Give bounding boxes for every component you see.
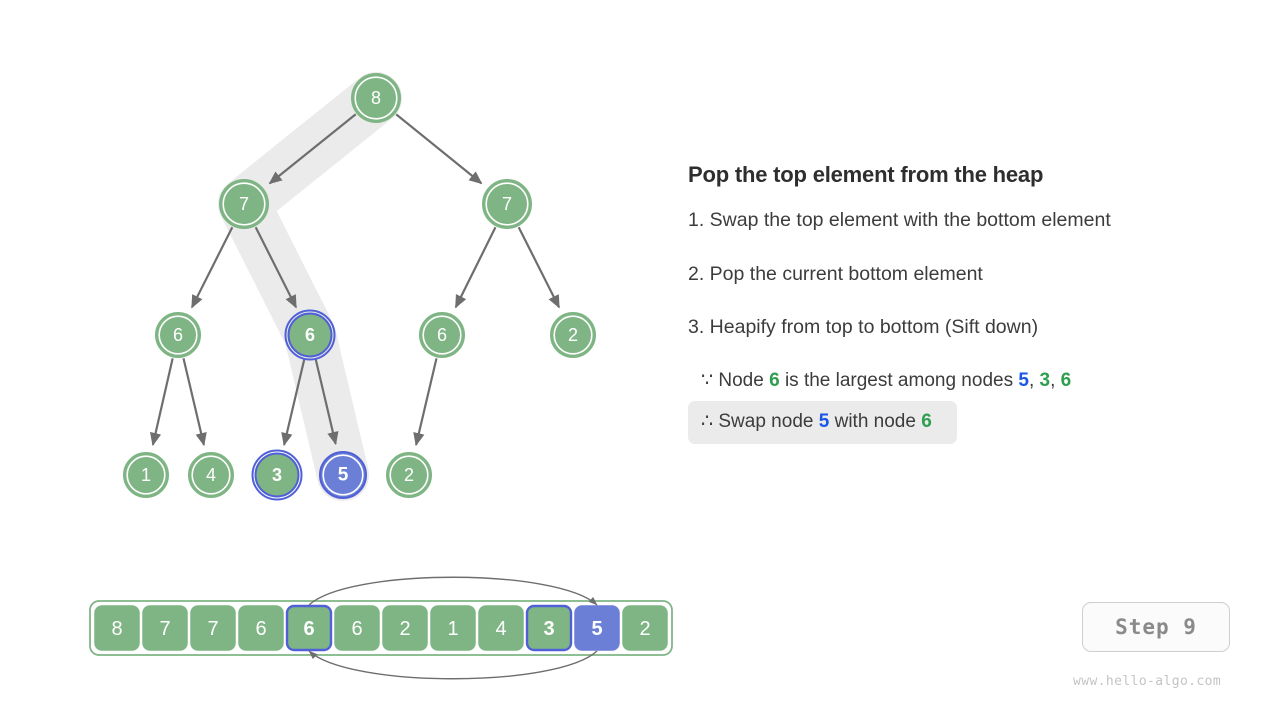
reason-largest-node: 6 — [769, 369, 780, 391]
tree-edge — [268, 113, 357, 185]
tree-node[interactable]: 2 — [550, 312, 596, 358]
reason-candidate-2: 3 — [1039, 369, 1051, 391]
tree-node[interactable]: 6 — [155, 312, 201, 358]
array-cell[interactable]: 8 — [94, 605, 140, 651]
array-cell[interactable]: 2 — [382, 605, 428, 651]
because-symbol: ∵ — [701, 369, 714, 391]
tree-node-value: 2 — [404, 465, 414, 485]
array-cell-value: 7 — [159, 618, 170, 640]
array-representation: 8 7 7 6 6 6 2 1 4 3 5 2 — [89, 600, 673, 656]
tree-node[interactable]: 7 — [482, 179, 532, 229]
array-cell[interactable]: 2 — [622, 605, 668, 651]
tree-edge — [454, 226, 497, 309]
tree-node-value: 3 — [272, 465, 282, 485]
tree-nodes: 8 7 7 6 6 6 2 1 4 3 5 2 — [123, 73, 596, 501]
tree-edge — [395, 113, 483, 185]
step-item-1: 1. Swap the top element with the bottom … — [688, 209, 1111, 232]
conclusion-line: ∴ Swap node 5 with node 6 — [688, 401, 957, 444]
sift-down-highlight-path — [218, 72, 402, 501]
swap-arrow-backward — [308, 650, 598, 680]
tree-edge — [517, 226, 561, 309]
tree-node[interactable]: 3 — [251, 449, 303, 501]
array-cell-value: 4 — [495, 618, 506, 640]
array-cell[interactable]: 6 — [285, 604, 333, 652]
tree-edge — [281, 358, 306, 447]
step-badge: Step 9 — [1082, 602, 1230, 652]
array-cell[interactable]: 7 — [190, 605, 236, 651]
step-item-3: 3. Heapify from top to bottom (Sift down… — [688, 316, 1039, 339]
array-cell[interactable]: 4 — [478, 605, 524, 651]
tree-node[interactable]: 8 — [351, 73, 401, 123]
tree-node-value: 1 — [141, 465, 151, 485]
tree-edges — [149, 113, 561, 447]
conclusion-text-1: Swap node — [718, 411, 814, 433]
reason-text-1: Node — [718, 369, 764, 391]
tree-node[interactable]: 7 — [219, 179, 269, 229]
tree-edge — [190, 226, 234, 309]
conclusion-node-b: 6 — [921, 411, 932, 433]
highlight-capsule — [218, 72, 402, 501]
tree-edge — [314, 358, 339, 446]
array-cell[interactable]: 5 — [574, 605, 620, 651]
reason-candidate-1: 5 — [1018, 369, 1029, 391]
tree-node-value: 6 — [173, 325, 183, 345]
conclusion-text-2: with node — [834, 411, 916, 433]
tree-edge — [149, 358, 174, 447]
swap-arrow-forward — [308, 576, 598, 606]
tree-node-value: 4 — [206, 465, 216, 485]
array-cell-value: 6 — [351, 618, 362, 640]
array-cell-value: 1 — [447, 618, 458, 640]
array-cell-value: 8 — [111, 618, 122, 640]
array-cell-value: 7 — [207, 618, 218, 640]
tree-edge — [182, 358, 207, 447]
conclusion-node-a: 5 — [818, 411, 830, 433]
array-cell[interactable]: 3 — [525, 604, 573, 652]
tree-node[interactable]: 5 — [319, 451, 367, 499]
reason-text-2: is the largest among nodes — [784, 369, 1014, 391]
tree-node-value: 6 — [305, 325, 315, 345]
reason-line: ∵ Node 6 is the largest among nodes 5, 3… — [688, 369, 1248, 394]
explanation-panel: Pop the top element from the heap 1. Swa… — [688, 162, 1248, 444]
array-outline — [89, 600, 673, 656]
array-cell[interactable]: 7 — [142, 605, 188, 651]
tree-node[interactable]: 4 — [188, 452, 234, 498]
step-item-2: 2. Pop the current bottom element — [688, 262, 983, 285]
tree-edge — [254, 226, 298, 309]
tree-node[interactable]: 6 — [284, 309, 336, 361]
tree-node-value: 7 — [502, 194, 512, 214]
tree-node-value: 2 — [568, 325, 578, 345]
array-cell[interactable]: 6 — [238, 605, 284, 651]
tree-edge — [413, 358, 438, 447]
tree-node[interactable]: 1 — [123, 452, 169, 498]
watermark: www.hello-algo.com — [1073, 674, 1222, 689]
therefore-symbol: ∴ — [701, 411, 714, 433]
array-cell-value: 2 — [399, 618, 410, 640]
array-cell-value: 6 — [255, 618, 266, 640]
tree-node[interactable]: 2 — [386, 452, 432, 498]
reason-sep-1: , — [1028, 369, 1035, 391]
array-cell-value: 6 — [303, 618, 314, 640]
conclusion-wrapper: ∴ Swap node 5 with node 6 — [688, 401, 1248, 444]
array-cell-value: 3 — [543, 618, 554, 640]
array-cell[interactable]: 6 — [334, 605, 380, 651]
reason-sep-2: , — [1050, 369, 1056, 391]
tree-node-value: 7 — [239, 194, 249, 214]
tree-node-value: 8 — [371, 88, 381, 108]
page-title: Pop the top element from the heap — [688, 162, 1044, 187]
array-cell[interactable]: 1 — [430, 605, 476, 651]
array-swap-arrow — [308, 576, 598, 680]
tree-node[interactable]: 6 — [419, 312, 465, 358]
array-cell-value: 2 — [639, 618, 650, 640]
array-cell-value: 5 — [591, 618, 602, 640]
reason-candidate-3: 6 — [1060, 369, 1072, 391]
tree-node-value: 6 — [437, 325, 447, 345]
tree-node-value: 5 — [338, 465, 349, 486]
